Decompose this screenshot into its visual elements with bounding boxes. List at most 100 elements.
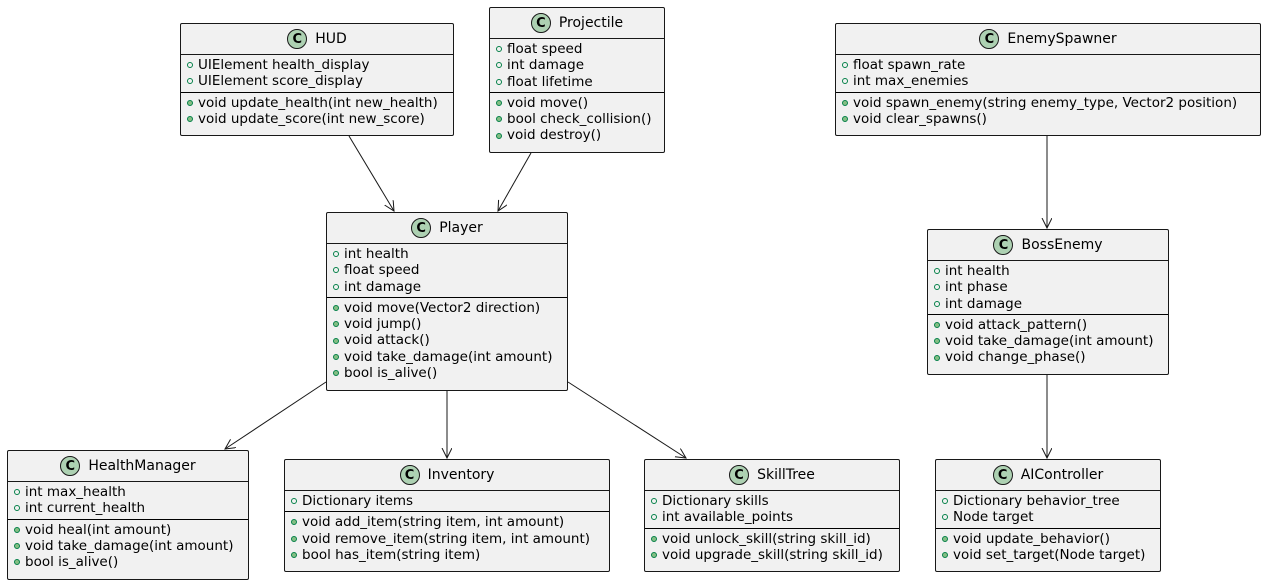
public-method-icon	[934, 338, 940, 345]
public-field-icon	[496, 62, 502, 69]
class-method: bool has_item(string item)	[291, 547, 603, 563]
class-stereotype-icon: C	[729, 465, 750, 485]
class-methods: void move(Vector2 direction)void jump() v…	[327, 298, 567, 383]
class-method: void move(Vector2 direction)	[333, 300, 561, 316]
class-methods: void update_health(int new_health)void u…	[181, 93, 453, 130]
class-name: SkillTree	[757, 467, 815, 483]
class-method: bool is_alive()	[333, 365, 561, 381]
public-method-icon	[651, 552, 657, 559]
class-stereotype-icon: C	[411, 218, 432, 238]
class-method: void destroy()	[496, 127, 658, 143]
attribute-signature: int current_health	[25, 500, 146, 517]
public-field-icon	[934, 300, 940, 307]
class-header: C EnemySpawner	[836, 24, 1260, 55]
public-field-icon	[14, 489, 20, 496]
method-signature: void jump()	[344, 316, 422, 333]
class-attribute: int health	[333, 246, 561, 262]
class-stereotype-icon: C	[979, 29, 1000, 49]
class-methods: void move()bool check_collision()void de…	[490, 93, 664, 146]
public-field-icon	[291, 498, 297, 505]
public-method-icon	[842, 116, 848, 123]
public-method-icon	[942, 552, 948, 559]
public-field-icon	[333, 283, 339, 290]
method-signature: void remove_item(string item, int amount…	[302, 530, 591, 547]
class-method: void move()	[496, 95, 658, 111]
class-name: Player	[439, 220, 483, 236]
attribute-signature: Dictionary skills	[662, 493, 769, 509]
public-method-icon	[187, 99, 193, 106]
public-field-icon	[651, 498, 657, 505]
attribute-signature: int damage	[945, 295, 1023, 312]
method-signature: bool is_alive()	[25, 554, 119, 571]
class-attribute: Dictionary skills	[651, 493, 893, 509]
public-field-icon	[651, 514, 657, 521]
class-attribute: int max_enemies	[842, 73, 1254, 89]
attribute-signature: float lifetime	[507, 73, 593, 90]
public-method-icon	[333, 305, 339, 312]
method-signature: void upgrade_skill(string skill_id)	[662, 546, 883, 563]
class-methods: void unlock_skill(string skill_id)void u…	[645, 529, 899, 566]
class-methods: void spawn_enemy(string enemy_type, Vect…	[836, 93, 1260, 130]
class-method: void take_damage(int amount)	[333, 349, 561, 365]
class-stereotype-icon: C	[530, 13, 551, 33]
attribute-signature: UIElement score_display	[198, 73, 364, 90]
public-method-icon	[842, 99, 848, 106]
public-method-icon	[496, 100, 502, 107]
class-attribute: int current_health	[14, 500, 242, 516]
class-method: void attack_pattern()	[934, 317, 1162, 333]
class-method: void take_damage(int amount)	[14, 538, 242, 554]
public-field-icon	[14, 505, 20, 512]
class-attribute: int health	[934, 263, 1162, 279]
class-method: void update_health(int new_health)	[187, 95, 447, 111]
class-method: void upgrade_skill(string skill_id)	[651, 547, 893, 563]
class-attribute: float speed	[496, 41, 658, 57]
class-method: void spawn_enemy(string enemy_type, Vect…	[842, 95, 1254, 111]
method-signature: void unlock_skill(string skill_id)	[662, 530, 871, 547]
public-method-icon	[333, 370, 339, 377]
class-stereotype-icon: C	[60, 456, 81, 476]
attribute-signature: Dictionary behavior_tree	[953, 493, 1120, 509]
attribute-signature: int damage	[507, 57, 585, 74]
method-signature: bool is_alive()	[344, 365, 438, 382]
attribute-signature: Dictionary items	[302, 493, 414, 509]
class-attribute: float speed	[333, 262, 561, 278]
public-field-icon	[333, 251, 339, 258]
attribute-signature: float spawn_rate	[853, 57, 966, 73]
public-method-icon	[934, 354, 940, 361]
class-method: bool check_collision()	[496, 111, 658, 127]
public-method-icon	[14, 543, 20, 550]
relation-player-to-skilltree	[567, 381, 686, 458]
method-signature: void heal(int amount)	[25, 521, 172, 538]
class-attribute: Dictionary behavior_tree	[942, 493, 1154, 509]
class-attribute: float lifetime	[496, 74, 658, 90]
attribute-signature: int damage	[344, 278, 422, 295]
public-method-icon	[333, 321, 339, 328]
public-field-icon	[842, 62, 848, 69]
attribute-signature: int phase	[945, 279, 1008, 296]
class-attribute: Node target	[942, 509, 1154, 525]
class-method: void set_target(Node target)	[942, 547, 1154, 563]
class-stereotype-icon: C	[287, 29, 308, 49]
attribute-signature: float speed	[507, 41, 583, 57]
class-attribute: Dictionary items	[291, 493, 603, 509]
class-name: EnemySpawner	[1007, 31, 1117, 47]
public-method-icon	[291, 552, 297, 559]
method-signature: void move(Vector2 direction)	[344, 299, 541, 316]
attribute-signature: Node target	[953, 509, 1034, 526]
public-method-icon	[496, 116, 502, 123]
